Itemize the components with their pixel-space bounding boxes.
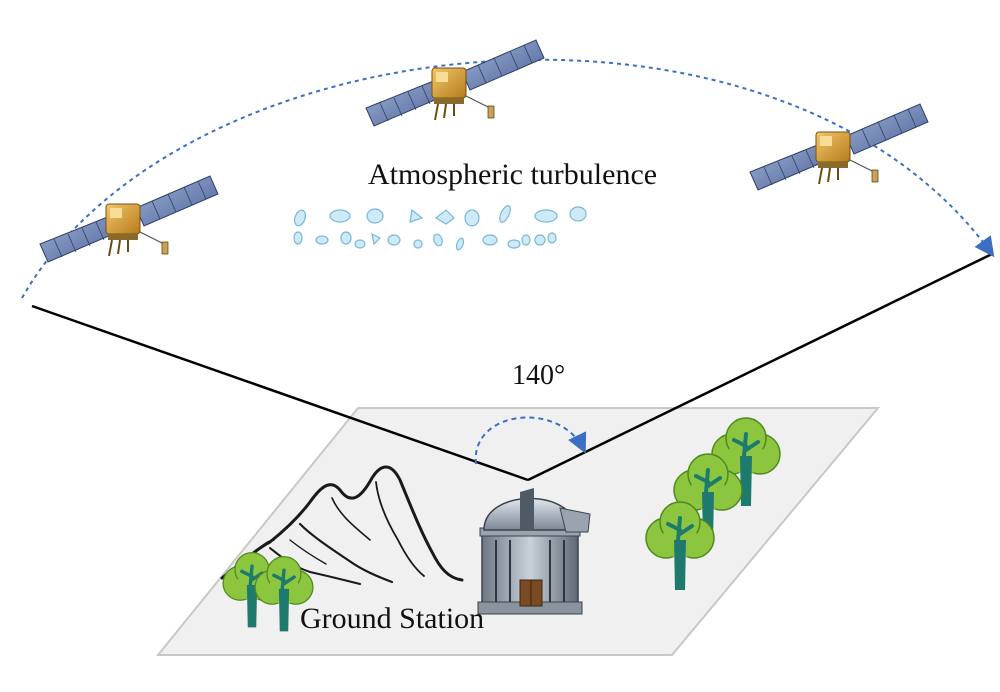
- mountain-icon: [220, 465, 464, 585]
- angle-label: 140°: [512, 360, 566, 391]
- turbulence-label: Atmospheric turbulence: [368, 158, 658, 191]
- fov-line-right: [527, 252, 993, 482]
- turbulence-cells: [293, 205, 587, 251]
- fov-line-left: [31, 304, 529, 482]
- ground-station-label: Ground Station: [300, 602, 485, 635]
- angle-arc: [474, 416, 587, 465]
- satellite-icon: [365, 39, 545, 127]
- satellite-trajectory: [21, 58, 995, 299]
- satellite-icon: [39, 175, 219, 263]
- satellite-icon: [749, 103, 929, 191]
- observatory-icon: [477, 488, 591, 615]
